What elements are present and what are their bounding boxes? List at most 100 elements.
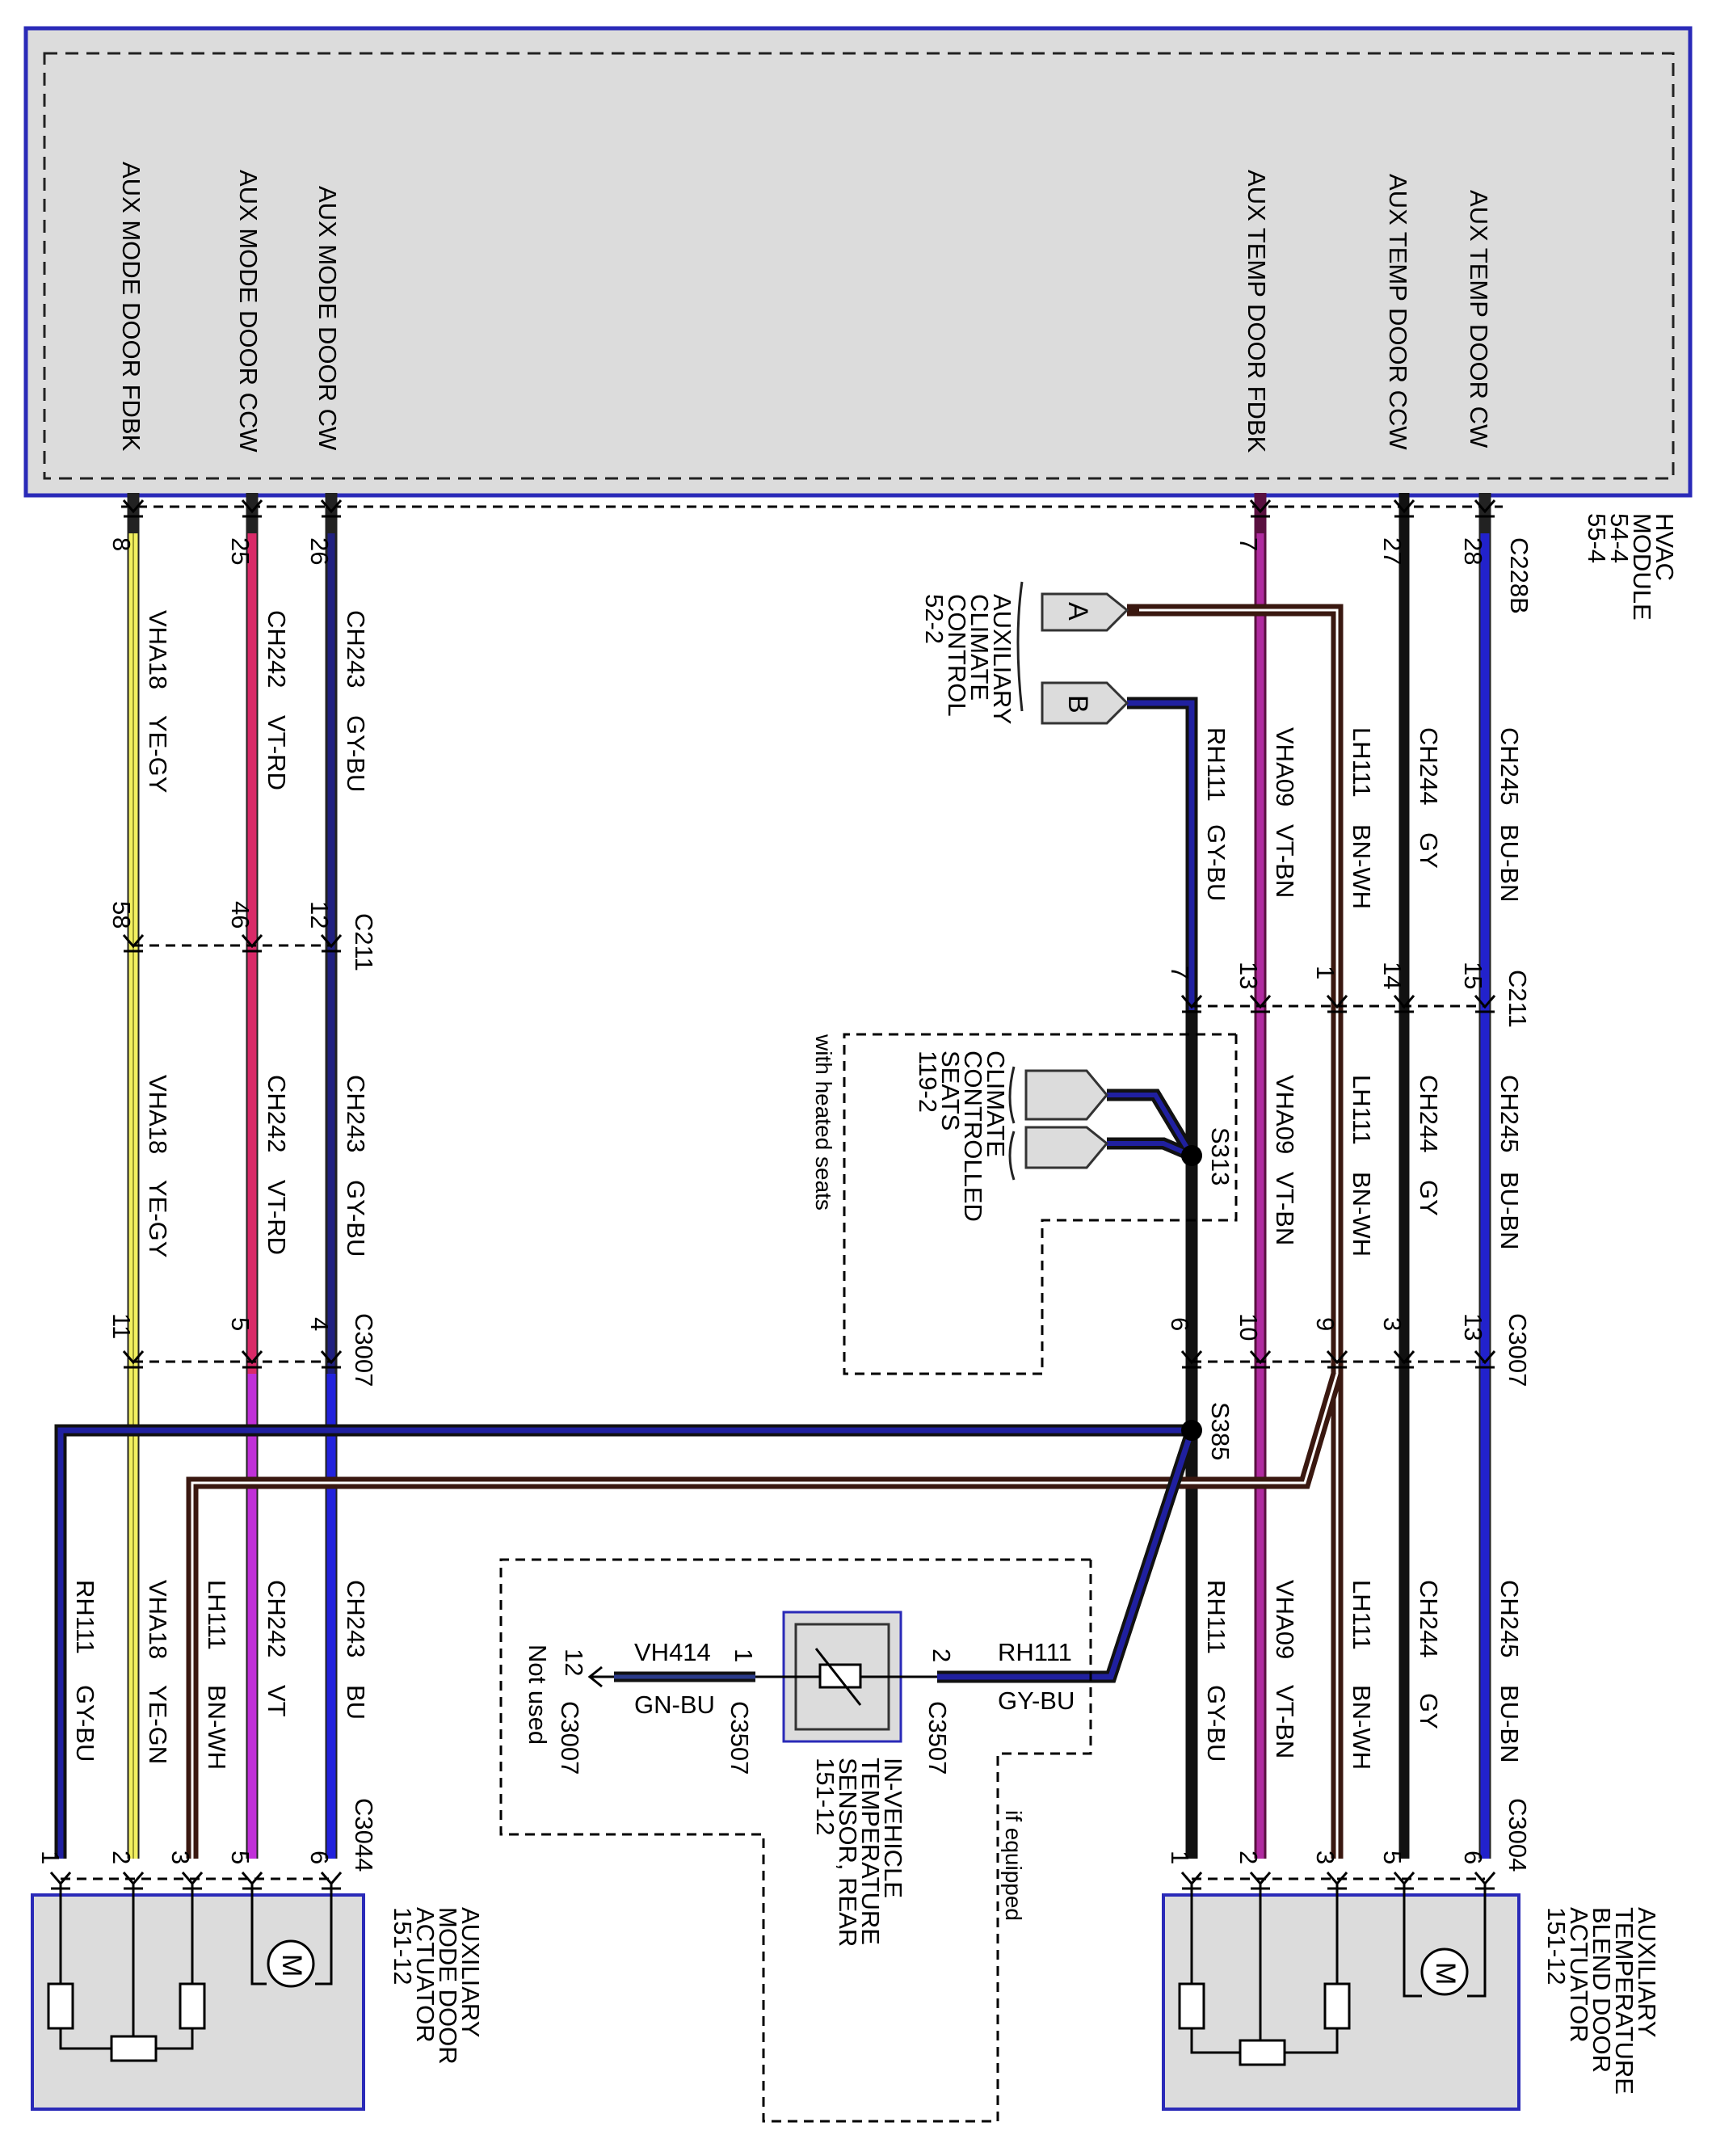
wire-circuit-label: RH111 [1202,1580,1230,1654]
wire-circuit-label: CH242 [263,1580,291,1658]
pin-number: 5 [1378,1851,1407,1864]
wire-color-label: BN-WH [1348,824,1376,909]
wire-circuit-label: VHA18 [144,1580,172,1659]
wire-circuit-label: VH414 [634,1638,711,1666]
wire-color-label: VT-BN [1271,824,1299,898]
actuator-line: MODE DOOR [434,1907,462,2065]
wire-circuit-label: VHA18 [144,1075,172,1154]
wire-color-label: BN-WH [203,1685,231,1770]
pin-number: 1 [36,1851,65,1864]
connector-arrow [1180,1350,1203,1365]
wire-labels: VHA18 YE-GY CH242 VT-RD CH243 GY-BU VHA1… [71,610,1524,1770]
aux-climate-line: 52-2 [920,594,948,644]
wire-circuit-label: VHA09 [1271,727,1299,806]
connector-arrow [241,499,263,514]
actuator-blend-door: M [1162,1883,1520,2111]
flag-a-label: A [1062,602,1093,621]
pin-number: 1 [730,1649,758,1662]
connector-arrow [122,499,145,514]
thermistor-icon [818,1663,862,1689]
module-connector-label: C228B [1505,537,1533,614]
actuator-line: ACTUATOR [411,1907,440,2043]
wire-color-label: GY-BU [1202,824,1230,901]
wire-circuit-label: RH111 [998,1638,1072,1666]
hvac-module [23,26,1693,508]
sensor-region: 1 2 C3507 C3507 VH414 GN-BU RH111 GY-BU … [499,1558,1092,2123]
connector-arrow [1393,1872,1415,1886]
pin-number: 27 [1378,537,1407,565]
aux-climate-label: AUXILIARY CLIMATE CONTROL 52-2 [920,594,1016,724]
sensor-line: IN-VEHICLE [879,1758,907,1898]
pin-number: 28 [1459,537,1487,565]
actuator-line: 151-12 [1542,1907,1571,1985]
module-name-line: 54-4 [1605,513,1634,563]
wire-rh111-sensor [937,1428,1198,1683]
wire-color-label: GY-BU [342,715,370,792]
wire-color-label: GN-BU [634,1691,715,1719]
wire-color-label: YE-GN [144,1685,172,1764]
pin-number: 6 [305,1851,334,1864]
actuator-mode-door: M [31,1883,365,2111]
connector-label: C3004 [1504,1798,1532,1872]
wire-circuit-label: CH242 [263,1075,291,1153]
connector-arrow [122,934,145,949]
climate-seats-line: SEATS [936,1051,965,1131]
connector-arrow [1249,1872,1272,1886]
pin-number: 8 [107,537,136,551]
pin-number: 6 [1166,1317,1194,1331]
connector-label: C3007 [1504,1313,1532,1387]
connector-label: C3044 [350,1798,378,1872]
module-name-line: HVAC [1651,513,1679,581]
flag-b-label: B [1062,695,1093,714]
pin-number: 5 [226,1851,254,1864]
module-pin-label: AUX MODE DOOR CCW [234,170,263,453]
flag-b: B [1041,681,1129,725]
wire-lh111-cross [186,1371,1344,1859]
wire-rh111 [1127,697,1198,1859]
splice-s313 [1181,1145,1202,1166]
actuator-line: 151-12 [389,1907,417,1985]
climate-seats-note: with heated seats [811,1034,836,1211]
wire-circuit-label: CH245 [1495,1580,1524,1658]
pin-number: 7 [1234,537,1263,551]
connector-arrow [1180,1872,1203,1886]
connector-arrow [1474,995,1496,1009]
wire-color-label: BN-WH [1348,1685,1376,1770]
sensor-line: 151-12 [811,1758,839,1836]
pin-number: 11 [107,1313,136,1339]
pin-number: 13 [1234,962,1263,989]
actuator-line: AUXILIARY [456,1907,485,2037]
aux-climate-line: CLIMATE [965,594,994,701]
aux-climate-line: AUXILIARY [988,594,1016,724]
wire-circuit-label: CH242 [263,610,291,688]
splice-s385 [1181,1420,1202,1441]
motor-label: M [276,1954,307,1977]
wire-color-label: VT-RD [263,1180,291,1255]
actuator-line: ACTUATOR [1565,1907,1593,2043]
connector-arrow [49,1872,72,1886]
connector-arrow [1393,499,1415,514]
connector-label: C211 [350,913,378,971]
actuator-blend-label: AUXILIARY TEMPERATURE BLEND DOOR ACTUATO… [1542,1907,1661,2095]
connector-arrow [1393,1350,1415,1365]
resistor-icon [47,1982,74,2030]
wire-circuit-label: RH111 [71,1580,99,1654]
wire-circuit-label: CH243 [342,1075,370,1153]
wire-circuit-label: VHA18 [144,610,172,689]
wire-seat-branches [1107,1089,1197,1161]
connector-arrow [241,934,263,949]
pin-number: 7 [1166,966,1194,979]
module-pin-labels: AUX MODE DOOR FDBK AUX MODE DOOR CCW AUX… [117,162,1493,453]
module-pin-label: AUX MODE DOOR CW [313,186,342,451]
if-equipped-label: if equipped [1001,1810,1026,1921]
pin-number: 1 [1311,966,1340,979]
pin-number: 3 [166,1851,195,1864]
pin-number: 3 [1378,1317,1407,1331]
wire-circuit-label: LH111 [1348,1580,1376,1650]
wire-circuit-label: CH244 [1415,1580,1443,1658]
wire-color-label: GY [1415,1693,1443,1729]
connector-arrow [181,1872,204,1886]
wire-rh111-cross [54,1424,1192,1859]
climate-seats: CLIMATE CONTROLLED SEATS 119-2 with heat… [811,1033,1238,1375]
